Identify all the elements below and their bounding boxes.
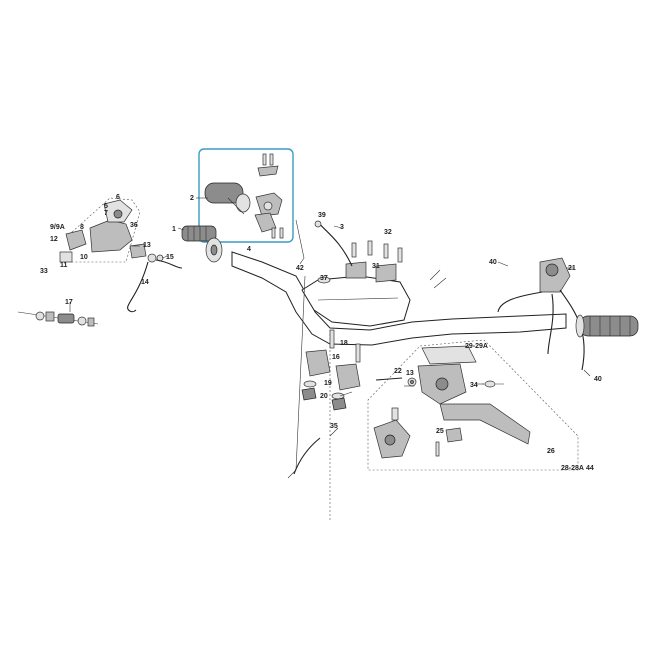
label-14: 14: [141, 279, 149, 286]
brake-master-cylinder-group: [293, 339, 579, 475]
label-29-29a: 29-29A: [465, 343, 488, 350]
leader-lines: [69, 197, 591, 437]
label-31: 31: [372, 263, 380, 270]
label-10: 10: [80, 254, 88, 261]
right-grip-switch-21: [429, 257, 639, 371]
bar-clamp-upper-31: [345, 240, 403, 283]
label-8: 8: [80, 224, 84, 231]
callout-labels: 1 2 4 39 3 42 37 32 31 6 5 7 8 36 9/9A 1…: [40, 194, 602, 472]
throttle-cable-39: [295, 219, 353, 284]
label-40-bottom: 40: [594, 376, 602, 383]
label-21: 21: [568, 265, 576, 272]
throttle-assembly: [181, 148, 294, 263]
label-44: 44: [586, 465, 594, 472]
label-1: 1: [172, 226, 176, 233]
label-22: 22: [394, 368, 402, 375]
label-3: 3: [340, 224, 344, 231]
label-40-top: 40: [489, 259, 497, 266]
label-9-9a: 9/9A: [50, 224, 65, 231]
label-36: 36: [130, 222, 138, 229]
label-39: 39: [318, 212, 326, 219]
label-37: 37: [320, 275, 328, 282]
throttle-kit-highlight-box: [198, 148, 294, 243]
label-33: 33: [40, 268, 48, 275]
label-20: 20: [320, 393, 328, 400]
label-11: 11: [60, 262, 68, 269]
label-5: 5: [104, 203, 108, 210]
label-16: 16: [332, 354, 340, 361]
label-12: 12: [50, 236, 58, 243]
left-switch-group: [59, 197, 183, 313]
label-13: 13: [143, 242, 151, 249]
label-25: 25: [436, 428, 444, 435]
label-17: 17: [65, 299, 73, 306]
label-26: 26: [547, 448, 555, 455]
label-19: 19: [324, 380, 332, 387]
label-35: 35: [330, 423, 338, 430]
handlebar: [231, 251, 567, 520]
fastener-row-17: [17, 311, 99, 327]
label-13b: 13: [406, 370, 414, 377]
label-15: 15: [166, 254, 174, 261]
label-32: 32: [384, 229, 392, 236]
label-28-28a: 28-28A: [561, 465, 584, 472]
label-4: 4: [247, 246, 251, 253]
label-42: 42: [296, 265, 304, 272]
label-7: 7: [104, 210, 108, 217]
label-6: 6: [116, 194, 120, 201]
label-2: 2: [190, 195, 194, 202]
label-18: 18: [340, 340, 348, 347]
label-34: 34: [470, 382, 478, 389]
bar-clamp-lower-16: [301, 329, 361, 411]
